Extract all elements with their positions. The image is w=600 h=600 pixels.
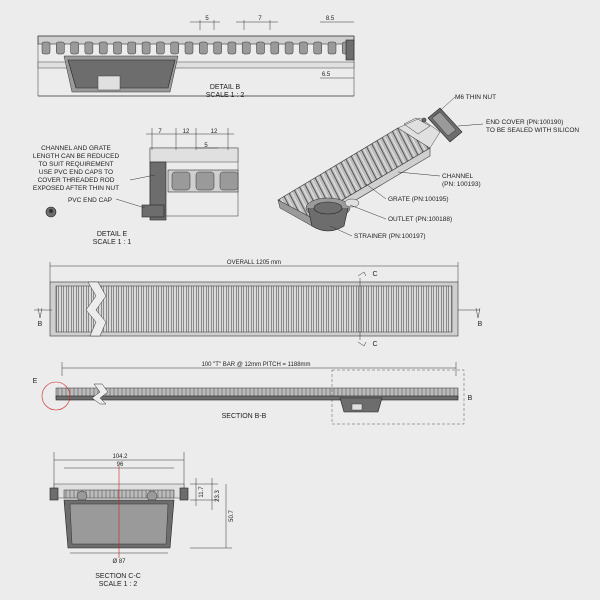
grate-bar-profile [70, 41, 79, 55]
channel-label: CHANNEL [442, 173, 473, 180]
end-cover-note: TO BE SEALED WITH SILICON [486, 127, 579, 134]
end-cover-label: END COVER (PN:100190) [486, 119, 563, 126]
detail-e-note-line-3: TO SUIT REQUIREMENT [38, 161, 113, 168]
outlet-label: OUTLET (PN:100188) [388, 216, 452, 223]
section-c-c-dim-dia-87: Ø 87 [112, 559, 126, 565]
detail-e-scale: SCALE 1 : 1 [93, 239, 132, 246]
detail-e-title: DETAIL E [97, 231, 128, 238]
section-c-c-dim-96: 96 [117, 462, 124, 468]
grate-label: GRATE (PN:100195) [388, 196, 449, 203]
section-c-c-dim-50-7: 50.7 [229, 510, 235, 522]
section-b-marker-left: B [38, 321, 43, 328]
detail-b-scale: SCALE 1 : 2 [206, 92, 245, 99]
grate-bar-profile [184, 41, 194, 55]
grate-bar-profile [113, 41, 122, 55]
plan-view [34, 262, 481, 347]
grate-bar-profile [284, 41, 294, 55]
detail-b-view [37, 20, 355, 97]
section-c-c-view [49, 452, 232, 558]
section-c-c-title: SECTION C-C [95, 573, 141, 580]
detail-b-dim-8-5: 8.5 [326, 16, 335, 22]
detail-b-title: DETAIL B [210, 84, 241, 91]
detail-b-dim-5: 5 [205, 16, 209, 22]
detail-e-note-line-4: USE PVC END CAPS TO [39, 169, 113, 176]
detail-e-dim-12b: 12 [211, 129, 218, 135]
grate-bar-profile [56, 41, 65, 55]
section-b-marker-right: B [478, 321, 483, 328]
overall-length-dim: OVERALL 1205 mm [227, 260, 281, 266]
grate-bar-profile [270, 41, 280, 55]
section-c-c-dim-11-7: 11.7 [199, 486, 205, 498]
detail-e-note-line-6: EXPOSED AFTER THIN NUT [33, 185, 119, 192]
section-b-b-view [41, 362, 465, 425]
detail-e-dim-7: 7 [158, 129, 162, 135]
detail-e-callout-circle [41, 381, 71, 411]
detail-e-dim-5: 5 [204, 143, 208, 149]
section-c-marker-bottom: C [372, 341, 377, 348]
grate-bar-profile [41, 41, 51, 55]
m6-thin-nut-label: M6 THIN NUT [455, 94, 496, 101]
detail-b-dim-6-5: 6.5 [322, 72, 331, 78]
channel-pn: (PN: 100193) [442, 181, 481, 188]
grate-bar-profile [156, 41, 165, 55]
grate-bar-profile [299, 41, 308, 55]
section-c-c-dim-104-2: 104.2 [112, 454, 128, 460]
detail-e-note-line-5: COVER THREADED ROD [38, 177, 115, 184]
detail-b-dim-7: 7 [258, 16, 262, 22]
detail-e-dim-12a: 12 [183, 129, 190, 135]
grate-bar-profile [127, 41, 137, 55]
grate-bar-profile [327, 41, 337, 55]
grate-bar-profile [256, 41, 265, 55]
grate-bar-profile [141, 41, 151, 55]
grate-bar-profile [170, 41, 179, 55]
section-c-c-dim-23-3: 23.3 [215, 490, 221, 502]
grate-bar-profile [227, 41, 237, 55]
t-bar-pitch-dim: 100 "T" BAR @ 12mm PITCH = 1188mm [201, 362, 310, 368]
section-c-c-scale: SCALE 1 : 2 [99, 581, 138, 588]
grate-bar-profile [98, 41, 108, 55]
detail-b-marker: B [468, 395, 473, 402]
detail-e-note-line-1: CHANNEL AND GRATE [41, 145, 111, 152]
grate-bar-profile [84, 41, 94, 55]
section-b-b-title: SECTION B-B [222, 413, 267, 420]
grate-bar-profile [241, 41, 251, 55]
section-c-marker-top: C [372, 271, 377, 278]
detail-e-note-line-2: LENGTH CAN BE REDUCED [33, 153, 120, 160]
isometric-assembly [277, 96, 484, 237]
grate-bar-profile [313, 41, 322, 55]
strainer-label: STRAINER (PN:100197) [354, 233, 426, 240]
pvc-end-cap-label: PVC END CAP [68, 197, 112, 204]
grate-bar-profile [213, 41, 222, 55]
detail-e-view [45, 128, 239, 221]
detail-e-marker: E [33, 378, 38, 385]
grate-bar-profile [199, 41, 208, 55]
